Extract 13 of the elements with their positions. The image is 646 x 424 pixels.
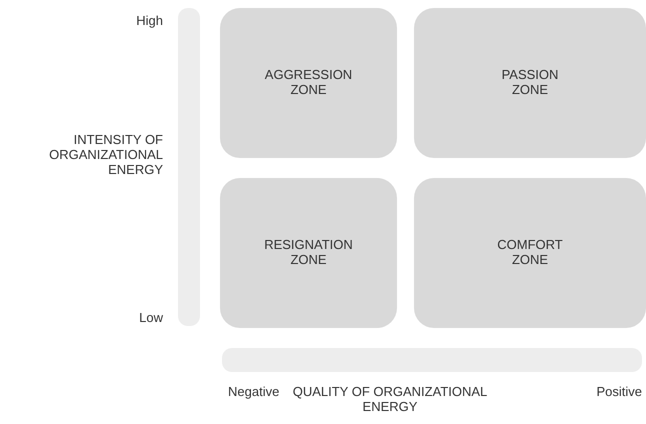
axis-title: QUALITY OF ORGANIZATIONAL ENERGY bbox=[292, 385, 488, 415]
zone-box bbox=[220, 178, 397, 328]
axis-title: INTENSITY OF ORGANIZATIONAL ENERGY bbox=[48, 133, 163, 178]
zone-label: COMFORT ZONE bbox=[496, 238, 564, 268]
zone-label: PASSION ZONE bbox=[500, 68, 560, 98]
zone-label: AGGRESSION ZONE bbox=[264, 68, 354, 98]
zone-box bbox=[414, 8, 646, 158]
axis-end-label: Positive bbox=[595, 385, 642, 400]
axis-end-label: High bbox=[135, 14, 163, 29]
axis-end-label: Low bbox=[138, 311, 163, 326]
zone-box bbox=[220, 8, 397, 158]
zone-box bbox=[414, 178, 646, 328]
zone-label: RESIGNATION ZONE bbox=[264, 238, 354, 268]
